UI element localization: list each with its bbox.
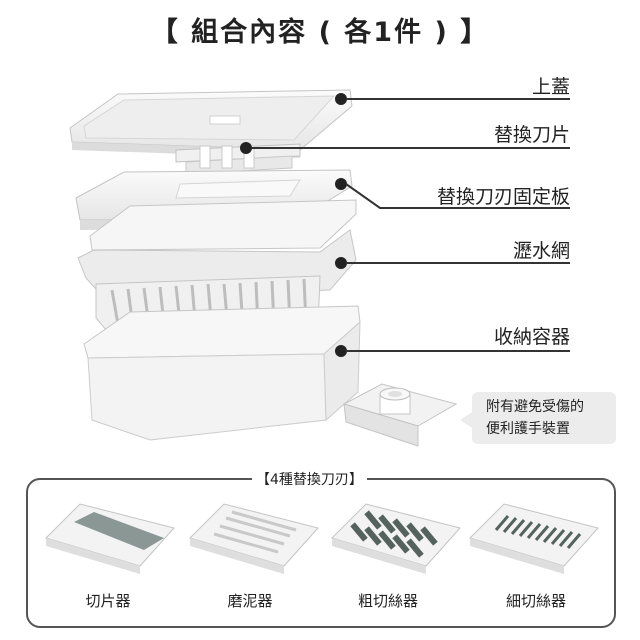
lid-leader-line bbox=[346, 98, 570, 100]
page-title: 【 組合內容 ( 各1件 ) 】 bbox=[150, 17, 490, 48]
coarse-julienne-blade-illustration bbox=[331, 503, 461, 574]
hand-guard-note-line2: 便利護手裝置 bbox=[486, 421, 570, 437]
label-drain-basket: 瀝水網 bbox=[512, 240, 570, 262]
basket-pointer-dot bbox=[335, 257, 347, 269]
label-replacement-blade: 替換刀片 bbox=[493, 124, 570, 146]
holder-leader-line bbox=[346, 183, 570, 209]
blade-label-grater: 磨泥器 bbox=[227, 592, 273, 610]
blade-label-coarse-julienne: 粗切絲器 bbox=[357, 592, 418, 610]
blades-section-title: 【4種替換刀刃】 bbox=[252, 469, 367, 489]
holder-pointer-dot bbox=[335, 178, 347, 190]
hand-guard-note-line1: 附有避免受傷的 bbox=[486, 399, 584, 415]
blade-label-slicer: 切片器 bbox=[85, 592, 131, 610]
product-exploded-view bbox=[69, 89, 458, 447]
label-storage-container: 收納容器 bbox=[493, 326, 570, 348]
hand-guard-note: 附有避免受傷的 便利護手裝置 bbox=[460, 392, 616, 444]
fine-julienne-blade-illustration bbox=[469, 503, 599, 574]
hand-guard-illustration bbox=[342, 383, 458, 447]
blade-label-fine-julienne: 細切絲器 bbox=[505, 592, 566, 610]
lid-pointer-dot bbox=[335, 93, 347, 105]
container-leader-line bbox=[346, 350, 570, 352]
grater-blade-illustration bbox=[189, 503, 319, 574]
slicer-blade-illustration bbox=[45, 503, 175, 574]
label-lid: 上蓋 bbox=[531, 76, 570, 98]
basket-leader-line bbox=[346, 262, 570, 264]
blade-leader-line bbox=[252, 147, 570, 149]
blade-pointer-dot bbox=[240, 142, 252, 154]
label-blade-holder-plate: 替換刀刃固定板 bbox=[436, 186, 570, 208]
storage-container-illustration bbox=[83, 305, 361, 441]
container-pointer-dot bbox=[335, 345, 347, 357]
